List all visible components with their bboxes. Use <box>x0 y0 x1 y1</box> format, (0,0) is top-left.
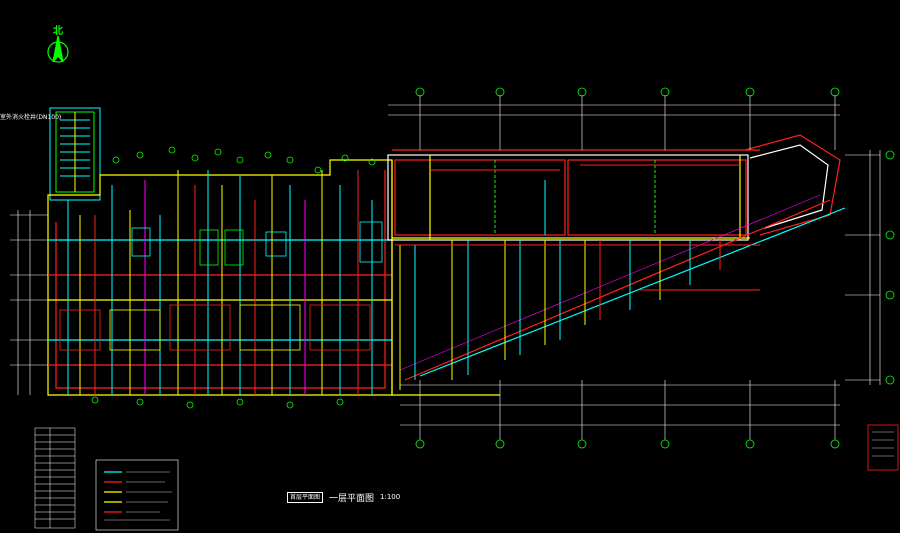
title-box-text: 首层平面图 <box>287 491 324 503</box>
bottom-axis-bubbles <box>415 439 840 449</box>
tower-structure <box>49 107 101 201</box>
north-label: 北 <box>53 26 63 37</box>
top-grid <box>388 95 840 150</box>
drawing-title: 一层平面图 <box>329 493 375 504</box>
right-axis <box>845 150 881 385</box>
legend-table-left <box>34 427 76 529</box>
left-building-walls <box>47 159 393 396</box>
drawing-scale: 1:100 <box>380 493 401 501</box>
top-axis-bubbles <box>415 87 840 97</box>
note-box <box>867 424 899 471</box>
right-red-runs <box>395 164 760 291</box>
left-vertical-pipes <box>67 170 373 395</box>
left-top-fixtures <box>91 146 376 409</box>
north-arrow-icon <box>47 35 69 63</box>
diagonal-wall <box>399 194 846 381</box>
right-axis-bubbles <box>885 150 895 385</box>
drawing-title-block: 首层平面图 一层平面图 1:100 <box>287 491 401 504</box>
right-vertical-pipes <box>399 160 721 390</box>
bottom-dimensions <box>400 380 840 440</box>
pipe-legend <box>95 459 179 531</box>
left-room-blocks <box>59 221 383 351</box>
left-axis-lines <box>10 210 48 395</box>
top-left-label: 室外消火栓井(DN100) <box>0 114 62 121</box>
right-building-walls <box>387 134 841 396</box>
